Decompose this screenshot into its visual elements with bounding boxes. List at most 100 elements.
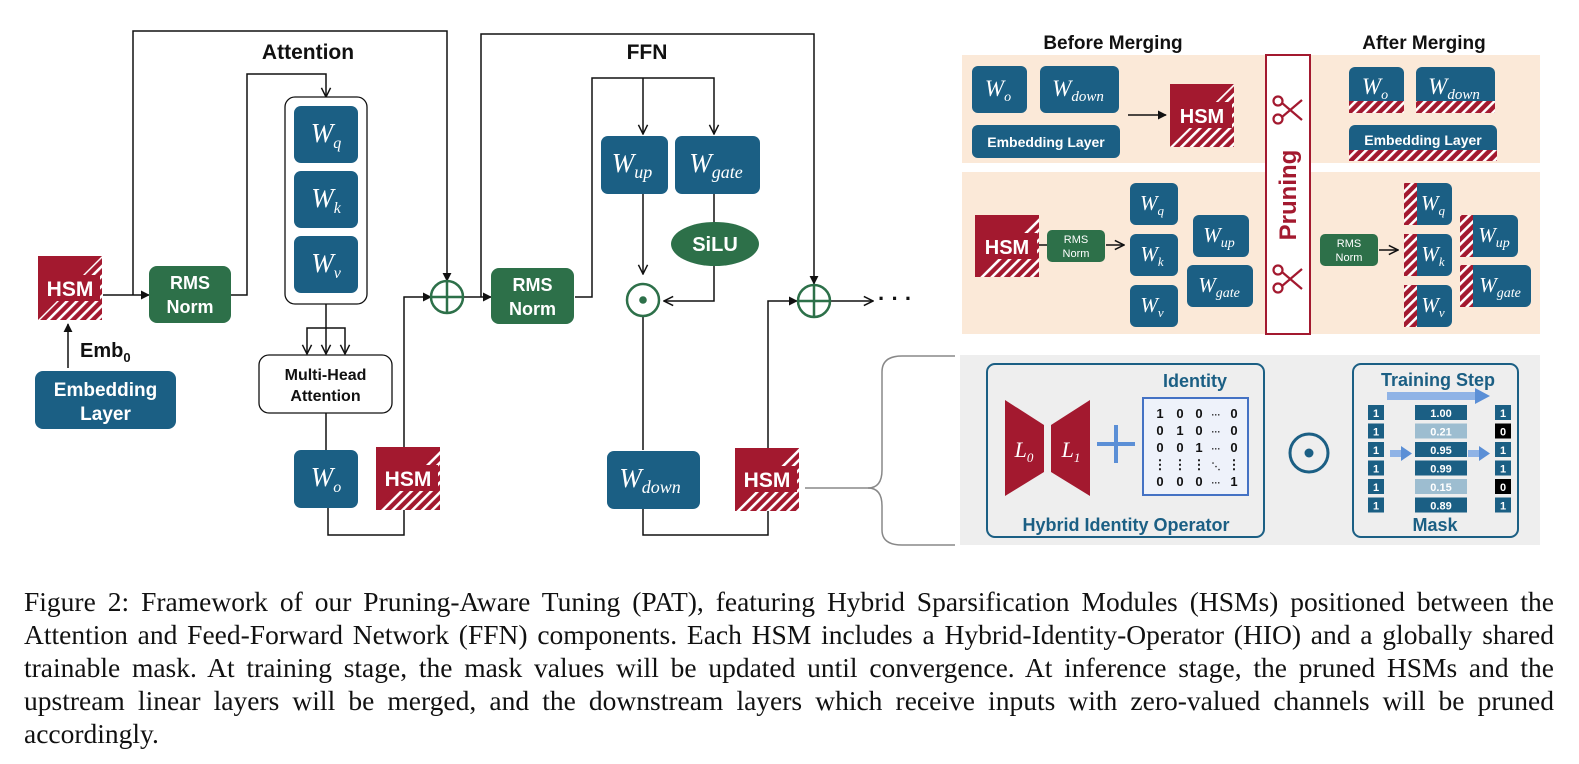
- wup-block: Wup: [601, 136, 668, 194]
- after-wq: Wq: [1404, 183, 1452, 225]
- mask-before-cell: [1368, 479, 1384, 494]
- hsm-block-attention: HSM: [376, 447, 440, 510]
- mask-after-cell: [1495, 423, 1511, 439]
- mask-soft-cell: [1415, 460, 1467, 476]
- svg-text:Wgate: Wgate: [1479, 273, 1521, 301]
- mask-before-cell: [1368, 497, 1384, 513]
- mask-soft-cell: [1415, 497, 1467, 513]
- before-hsm: HSM: [1170, 84, 1234, 147]
- mask-after-cell: [1495, 405, 1511, 420]
- matrix-cell: 0: [1195, 423, 1202, 438]
- svg-text:Wup: Wup: [1203, 223, 1235, 251]
- matrix-cell: ⋱: [1212, 461, 1221, 471]
- matrix-cell: ···: [1212, 427, 1221, 437]
- matrix-cell: ···: [1212, 478, 1221, 488]
- svg-text:SiLU: SiLU: [692, 234, 738, 256]
- svg-text:HSM: HSM: [47, 278, 94, 301]
- svg-text:Wdown: Wdown: [619, 463, 681, 497]
- matrix-cell: 0: [1176, 406, 1183, 421]
- before-wq: Wq: [1130, 183, 1178, 225]
- mask-soft-cell: [1415, 479, 1467, 494]
- mask-after-value: 0: [1500, 482, 1506, 494]
- mask-after-value: 1: [1500, 408, 1506, 420]
- svg-text:Wq: Wq: [1421, 191, 1446, 218]
- mask-soft-cell: [1415, 423, 1467, 439]
- matrix-cell: 0: [1156, 423, 1163, 438]
- mask-before-value: 1: [1373, 427, 1379, 439]
- matrix-cell: ⋮: [1174, 457, 1187, 472]
- after-rms-norm: RMS Norm: [1320, 234, 1378, 266]
- svg-text:L1: L1: [1061, 437, 1081, 465]
- matrix-cell: ⋮: [1154, 457, 1167, 472]
- svg-text:Wup: Wup: [1478, 223, 1510, 251]
- matrix-cell: ⋮: [1228, 457, 1241, 472]
- mask-soft-value: 0.15: [1430, 482, 1451, 494]
- l1-trapezoid: L1: [1051, 400, 1090, 496]
- after-wk: Wk: [1404, 234, 1452, 276]
- wv-block: Wv: [294, 236, 358, 293]
- mask-soft-value: 0.21: [1430, 427, 1451, 439]
- mask-after-value: 1: [1500, 445, 1506, 457]
- mask-before-value: 1: [1373, 445, 1379, 457]
- svg-text:RMS: RMS: [170, 273, 210, 293]
- before-rms-norm: RMS Norm: [1047, 230, 1105, 262]
- after-merging-heading: After Merging: [1362, 33, 1486, 54]
- svg-text:Norm: Norm: [1336, 252, 1363, 264]
- training-step-arrow: [1387, 388, 1490, 404]
- svg-text:RMS: RMS: [513, 275, 553, 295]
- svg-text:Wdown: Wdown: [1052, 76, 1104, 105]
- mask-after-value: 1: [1500, 501, 1506, 513]
- svg-text:Wv: Wv: [1140, 293, 1164, 320]
- training-step-label: Training Step: [1381, 370, 1495, 390]
- hio-label: Hybrid Identity Operator: [1022, 515, 1229, 535]
- mask-before-cell: [1368, 405, 1384, 420]
- wk-block: Wk: [294, 171, 358, 228]
- matrix-cell: 0: [1156, 440, 1163, 455]
- pruning-bar: Pruning: [1265, 54, 1311, 335]
- mask-flow-arrows: [1390, 446, 1490, 461]
- svg-text:Wdown: Wdown: [1428, 74, 1480, 103]
- mask-label: Mask: [1412, 515, 1458, 535]
- matrix-cell: 0: [1176, 474, 1183, 489]
- residual-add-1: [429, 279, 465, 315]
- mask-after-cell: [1495, 442, 1511, 457]
- after-wup: Wup: [1460, 215, 1518, 257]
- wgate-block: Wgate: [675, 136, 760, 194]
- mask-before-cell: [1368, 460, 1384, 476]
- before-hsm-2: HSM: [975, 215, 1039, 277]
- svg-text:Embedding Layer: Embedding Layer: [987, 134, 1105, 150]
- mask-after-cell: [1495, 497, 1511, 513]
- silu-activation: SiLU: [671, 222, 759, 266]
- matrix-cell: 0: [1230, 423, 1237, 438]
- after-embedding-layer: Embedding Layer: [1349, 125, 1497, 161]
- svg-text:Wq: Wq: [311, 118, 342, 152]
- embedding-layer-text-2: Layer: [80, 404, 131, 425]
- svg-text:Pruning: Pruning: [1275, 150, 1302, 241]
- l0-trapezoid: L0: [1005, 400, 1044, 496]
- mask-after-cell: [1495, 479, 1511, 494]
- svg-text:Wk: Wk: [1421, 242, 1445, 269]
- figure-caption: Figure 2: Framework of our Pruning-Aware…: [24, 586, 1554, 749]
- before-wv: Wv: [1130, 285, 1178, 327]
- before-wdown: Wdown: [1040, 66, 1119, 113]
- mask-soft-value: 0.99: [1430, 464, 1451, 476]
- rms-norm-2: RMS Norm: [491, 268, 574, 324]
- embedding-layer-block: Embedding Layer: [35, 371, 176, 429]
- hadamard-product-icon: [1288, 432, 1330, 474]
- svg-text:RMS: RMS: [1064, 234, 1088, 246]
- svg-text:Wgate: Wgate: [689, 148, 743, 182]
- attention-heading: Attention: [262, 41, 354, 64]
- matrix-cell: 0: [1230, 440, 1237, 455]
- svg-text:Multi-Head: Multi-Head: [285, 367, 367, 384]
- mask-after-value: 1: [1500, 464, 1506, 476]
- mask-soft-value: 0.95: [1430, 445, 1451, 457]
- mask-after-value: 0: [1500, 427, 1506, 439]
- after-wdown: Wdown: [1416, 67, 1495, 113]
- svg-text:Wq: Wq: [1140, 191, 1165, 218]
- mask-soft-value: 0.89: [1430, 501, 1451, 513]
- matrix-cell: ⋮: [1193, 457, 1206, 472]
- elementwise-multiply: [625, 282, 661, 318]
- svg-text:Wup: Wup: [612, 148, 653, 182]
- svg-text:Wv: Wv: [311, 248, 342, 282]
